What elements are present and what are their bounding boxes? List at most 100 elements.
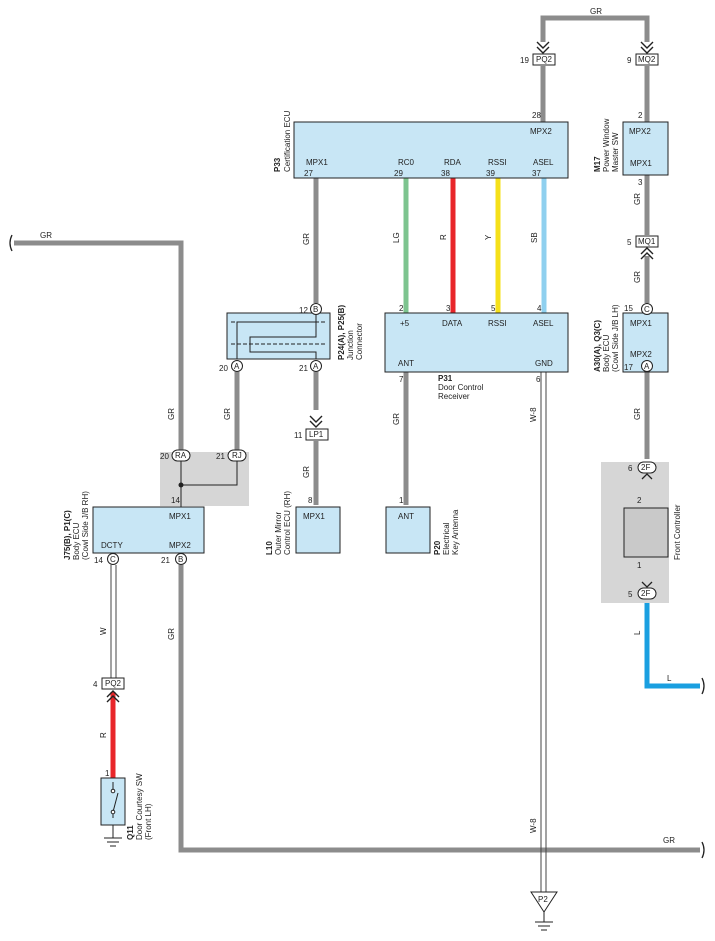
svg-text:2F: 2F xyxy=(641,463,650,472)
body-ecu-right-name1: Body ECU xyxy=(602,334,611,372)
junction-name2: Connector xyxy=(355,323,364,360)
body-ecu-left-box xyxy=(92,506,205,554)
body-ecu-left-pin-dcty: DCTY xyxy=(101,541,123,550)
body-ecu-left-c-pin: C xyxy=(107,553,119,565)
antenna-name1: Electrical xyxy=(442,522,451,555)
courtesy-code: Q11 xyxy=(126,825,135,840)
rcv-pin-data: DATA xyxy=(442,319,463,328)
outer-mirror-ecu-box xyxy=(295,506,341,554)
wire-label-r-courtesy: R xyxy=(99,732,108,738)
pwsw-pinnum-3: 3 xyxy=(638,178,643,187)
cert-pinnum-29: 29 xyxy=(394,169,403,178)
rcv-name2: Receiver xyxy=(438,392,470,401)
body-ecu-left-code: J75(B), P1(C) xyxy=(63,510,72,560)
svg-text:A: A xyxy=(644,362,650,371)
rcv-pinnum-7: 7 xyxy=(399,375,404,384)
antenna-name2: Key Antenna xyxy=(451,509,460,555)
wire-label-gr-rj: GR xyxy=(223,408,232,420)
svg-text:RJ: RJ xyxy=(232,451,242,460)
antenna-code: P20 xyxy=(433,540,442,555)
svg-text:A: A xyxy=(313,362,319,371)
rcv-pin-ant: ANT xyxy=(398,359,414,368)
body-ecu-left-name1: Body ECU xyxy=(72,522,81,560)
wire-label-gr-left-top: GR xyxy=(40,231,52,240)
mirror-pin-mpx1: MPX1 xyxy=(303,512,325,521)
front-controller-box xyxy=(623,507,669,558)
wire-label-gr-pwsw: GR xyxy=(633,193,642,205)
cert-pinnum-38: 38 xyxy=(441,169,450,178)
wire-label-gr-bottom-vert: GR xyxy=(167,628,176,640)
body-ecu-right-name2: (Cowl Side J/B LH) xyxy=(611,304,620,372)
mq2-id: MQ2 xyxy=(638,55,656,64)
pwsw-name1: Power Window xyxy=(602,118,611,172)
2f-bottom-connector: 2F xyxy=(637,581,657,600)
rcv-name1: Door Control xyxy=(438,383,484,392)
courtesy-sw-contact-bottom xyxy=(110,809,116,815)
svg-text:C: C xyxy=(110,555,116,564)
rcv-pinnum-4: 4 xyxy=(537,304,542,313)
junction-internal-wiring xyxy=(236,313,317,359)
wire-label-sb: SB xyxy=(530,232,539,243)
junction-connector-box xyxy=(226,312,331,360)
cert-code: P33 xyxy=(273,157,282,172)
body-ecu-right-pin-mpx2: MPX2 xyxy=(630,350,652,359)
wire-w xyxy=(110,565,117,678)
mq1-chevron xyxy=(640,247,654,260)
pq2-top-id: PQ2 xyxy=(536,55,553,64)
rcv-pin-gnd: GND xyxy=(535,359,553,368)
wire-label-gr-mq1: GR xyxy=(633,271,642,283)
pq2-left-id: PQ2 xyxy=(105,679,122,688)
key-antenna-box xyxy=(385,506,431,554)
body-ecu-left-b-pin: B xyxy=(175,553,187,565)
lp1-id: LP1 xyxy=(309,430,324,439)
junction-pinnum-20: 20 xyxy=(219,364,228,373)
pq2-top-chevron xyxy=(536,41,550,54)
junction-name: Junction xyxy=(346,330,355,360)
svg-text:A: A xyxy=(234,362,240,371)
wire-label-gr-bottom: GR xyxy=(663,836,675,845)
wire-break-right-l xyxy=(701,677,705,695)
courtesy-name2: (Front LH) xyxy=(144,803,153,840)
rcv-pinnum-6: 6 xyxy=(536,375,541,384)
wire-label-gr-mirror: GR xyxy=(302,466,311,478)
antenna-pin-ant: ANT xyxy=(398,512,414,521)
mq2-connector xyxy=(635,53,659,66)
ground-p2: P2 xyxy=(530,891,558,931)
rj-pin: 21 xyxy=(216,452,225,461)
wire-label-gr-top: GR xyxy=(590,7,602,16)
ra-connector: RA xyxy=(171,449,191,462)
svg-text:C: C xyxy=(644,305,650,314)
certification-ecu-box xyxy=(293,121,569,179)
junction-pinnum-12: 12 xyxy=(299,306,308,315)
pq2-top-connector xyxy=(532,53,556,66)
body-ecu-right-pinnum-15: 15 xyxy=(624,304,633,313)
junction-code: P24(A), P25(B) xyxy=(337,305,346,360)
wire-label-lg: LG xyxy=(392,232,401,243)
courtesy-sw-contact-top xyxy=(110,788,116,794)
rcv-code: P31 xyxy=(438,374,453,383)
2f-top-pin: 6 xyxy=(628,464,633,473)
mq1-connector xyxy=(635,235,659,248)
svg-text:B: B xyxy=(178,555,183,564)
wire-label-w: W xyxy=(99,627,108,635)
pwsw-name2: Master SW xyxy=(611,132,620,172)
junction-dot xyxy=(178,482,184,488)
body-ecu-right-a-pin: A xyxy=(641,360,653,372)
wire-label-l-vert: L xyxy=(633,630,642,635)
svg-text:B: B xyxy=(313,305,318,314)
wire-break-left xyxy=(9,234,13,252)
rcv-pin-rssi: RSSI xyxy=(488,319,507,328)
cert-pinnum-37: 37 xyxy=(532,169,541,178)
junction-a21-pin: A xyxy=(310,360,322,372)
body-ecu-left-pinnum-14: 14 xyxy=(94,556,103,565)
cert-pin-asel: ASEL xyxy=(533,158,554,167)
lp1-pin: 11 xyxy=(294,431,303,440)
pwsw-pinnum-2: 2 xyxy=(638,111,643,120)
cert-pin-rssi: RSSI xyxy=(488,158,507,167)
pq2-left-connector xyxy=(101,677,125,690)
wire-l xyxy=(644,602,700,689)
2f-bottom-pin: 5 xyxy=(628,590,633,599)
wire-label-w8-bottom: W-8 xyxy=(529,818,538,833)
